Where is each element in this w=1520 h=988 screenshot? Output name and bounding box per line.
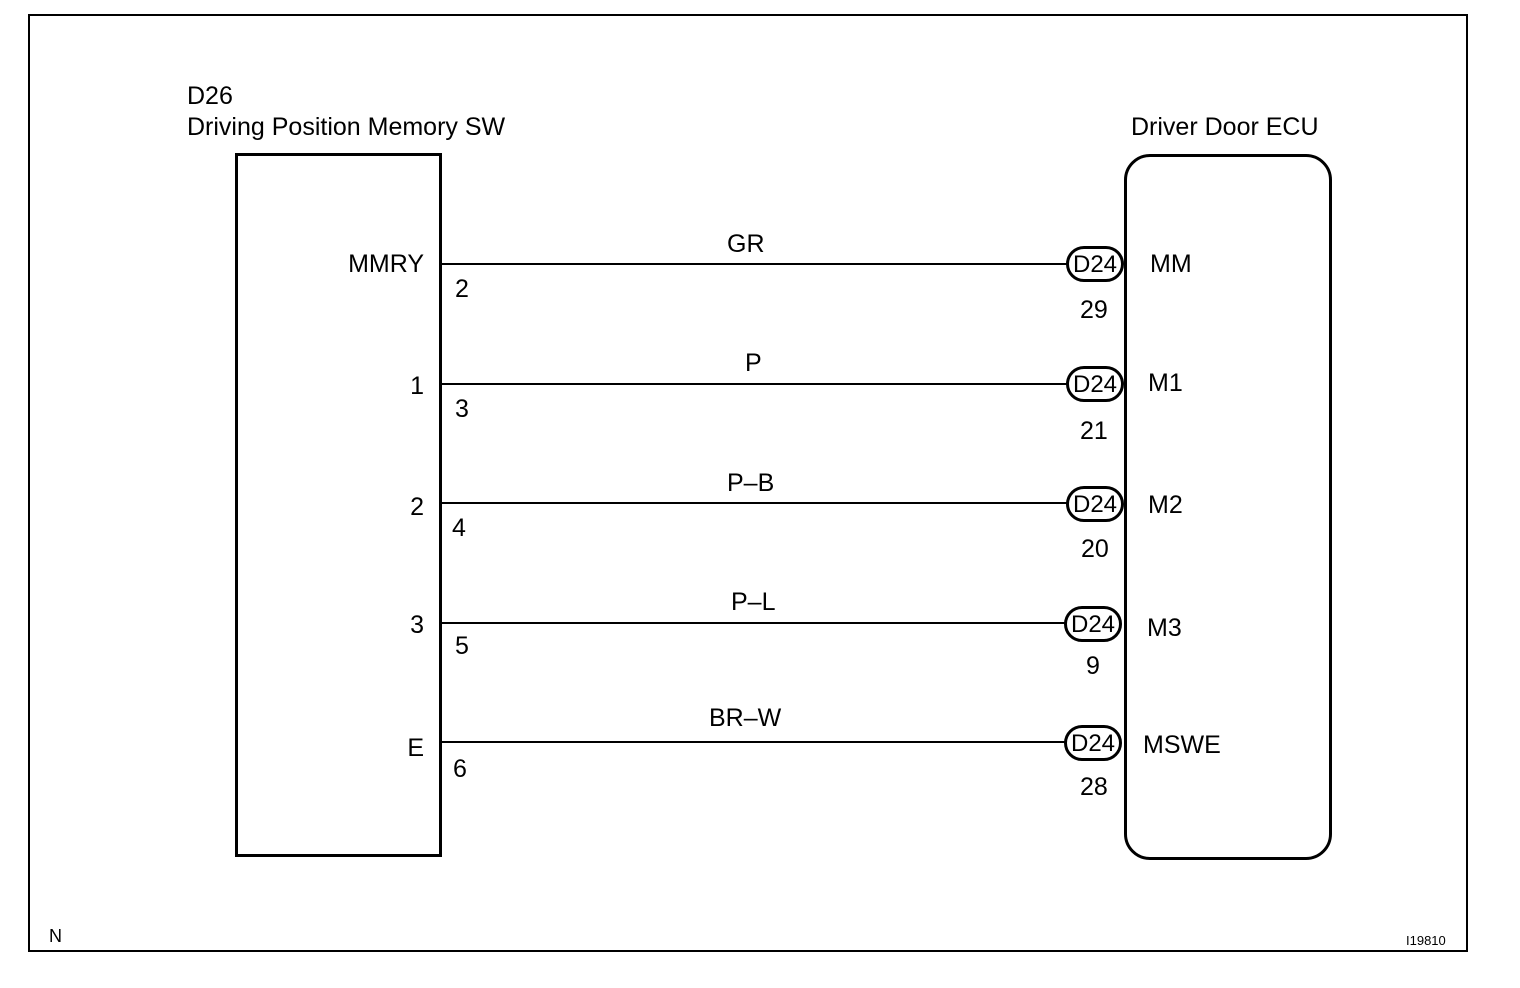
ecu-name: Driver Door ECU	[1131, 113, 1319, 141]
switch-code: D26	[187, 82, 233, 110]
ecu-terminal-mm: MM	[1150, 250, 1192, 278]
ecu-terminal-m1: M1	[1148, 369, 1183, 397]
switch-terminal-e: E	[407, 734, 424, 762]
switch-pin: 6	[453, 755, 467, 783]
ecu-terminal-m3: M3	[1147, 614, 1182, 642]
wire-line	[442, 741, 1068, 743]
figure-id-label: I19810	[1406, 933, 1446, 948]
wire-line	[442, 263, 1068, 265]
switch-terminal-2: 2	[410, 493, 424, 521]
wire-line	[442, 383, 1068, 385]
wire-color-label: P–B	[727, 469, 775, 497]
connector-d24: D24	[1066, 246, 1124, 282]
switch-pin: 4	[452, 514, 466, 542]
footer-left-label: N	[49, 926, 62, 946]
ecu-pin: 20	[1081, 535, 1109, 563]
connector-d24: D24	[1064, 606, 1122, 642]
ecu-terminal-m2: M2	[1148, 491, 1183, 519]
wire-color-label: BR–W	[709, 704, 782, 732]
connector-d24: D24	[1066, 486, 1124, 522]
ecu-pin: 28	[1080, 773, 1108, 801]
diagram-frame	[28, 14, 1468, 952]
wire-line	[442, 622, 1068, 624]
connector-d24: D24	[1064, 725, 1122, 761]
switch-component-box	[235, 153, 442, 857]
connector-d24: D24	[1066, 366, 1124, 402]
wire-color-label: P–L	[731, 588, 776, 616]
ecu-terminal-mswe: MSWE	[1143, 731, 1221, 759]
wire-line	[442, 502, 1068, 504]
ecu-pin: 9	[1086, 652, 1100, 680]
ecu-pin: 29	[1080, 296, 1108, 324]
ecu-component-box	[1124, 154, 1332, 860]
wire-color-label: P	[745, 349, 762, 377]
switch-pin: 5	[455, 632, 469, 660]
switch-terminal-3: 3	[410, 611, 424, 639]
switch-terminal-1: 1	[410, 372, 424, 400]
ecu-pin: 21	[1080, 417, 1108, 445]
switch-pin: 3	[455, 395, 469, 423]
switch-pin: 2	[455, 275, 469, 303]
wire-color-label: GR	[727, 230, 765, 258]
switch-terminal-mmry: MMRY	[348, 250, 424, 278]
switch-name: Driving Position Memory SW	[187, 113, 506, 141]
